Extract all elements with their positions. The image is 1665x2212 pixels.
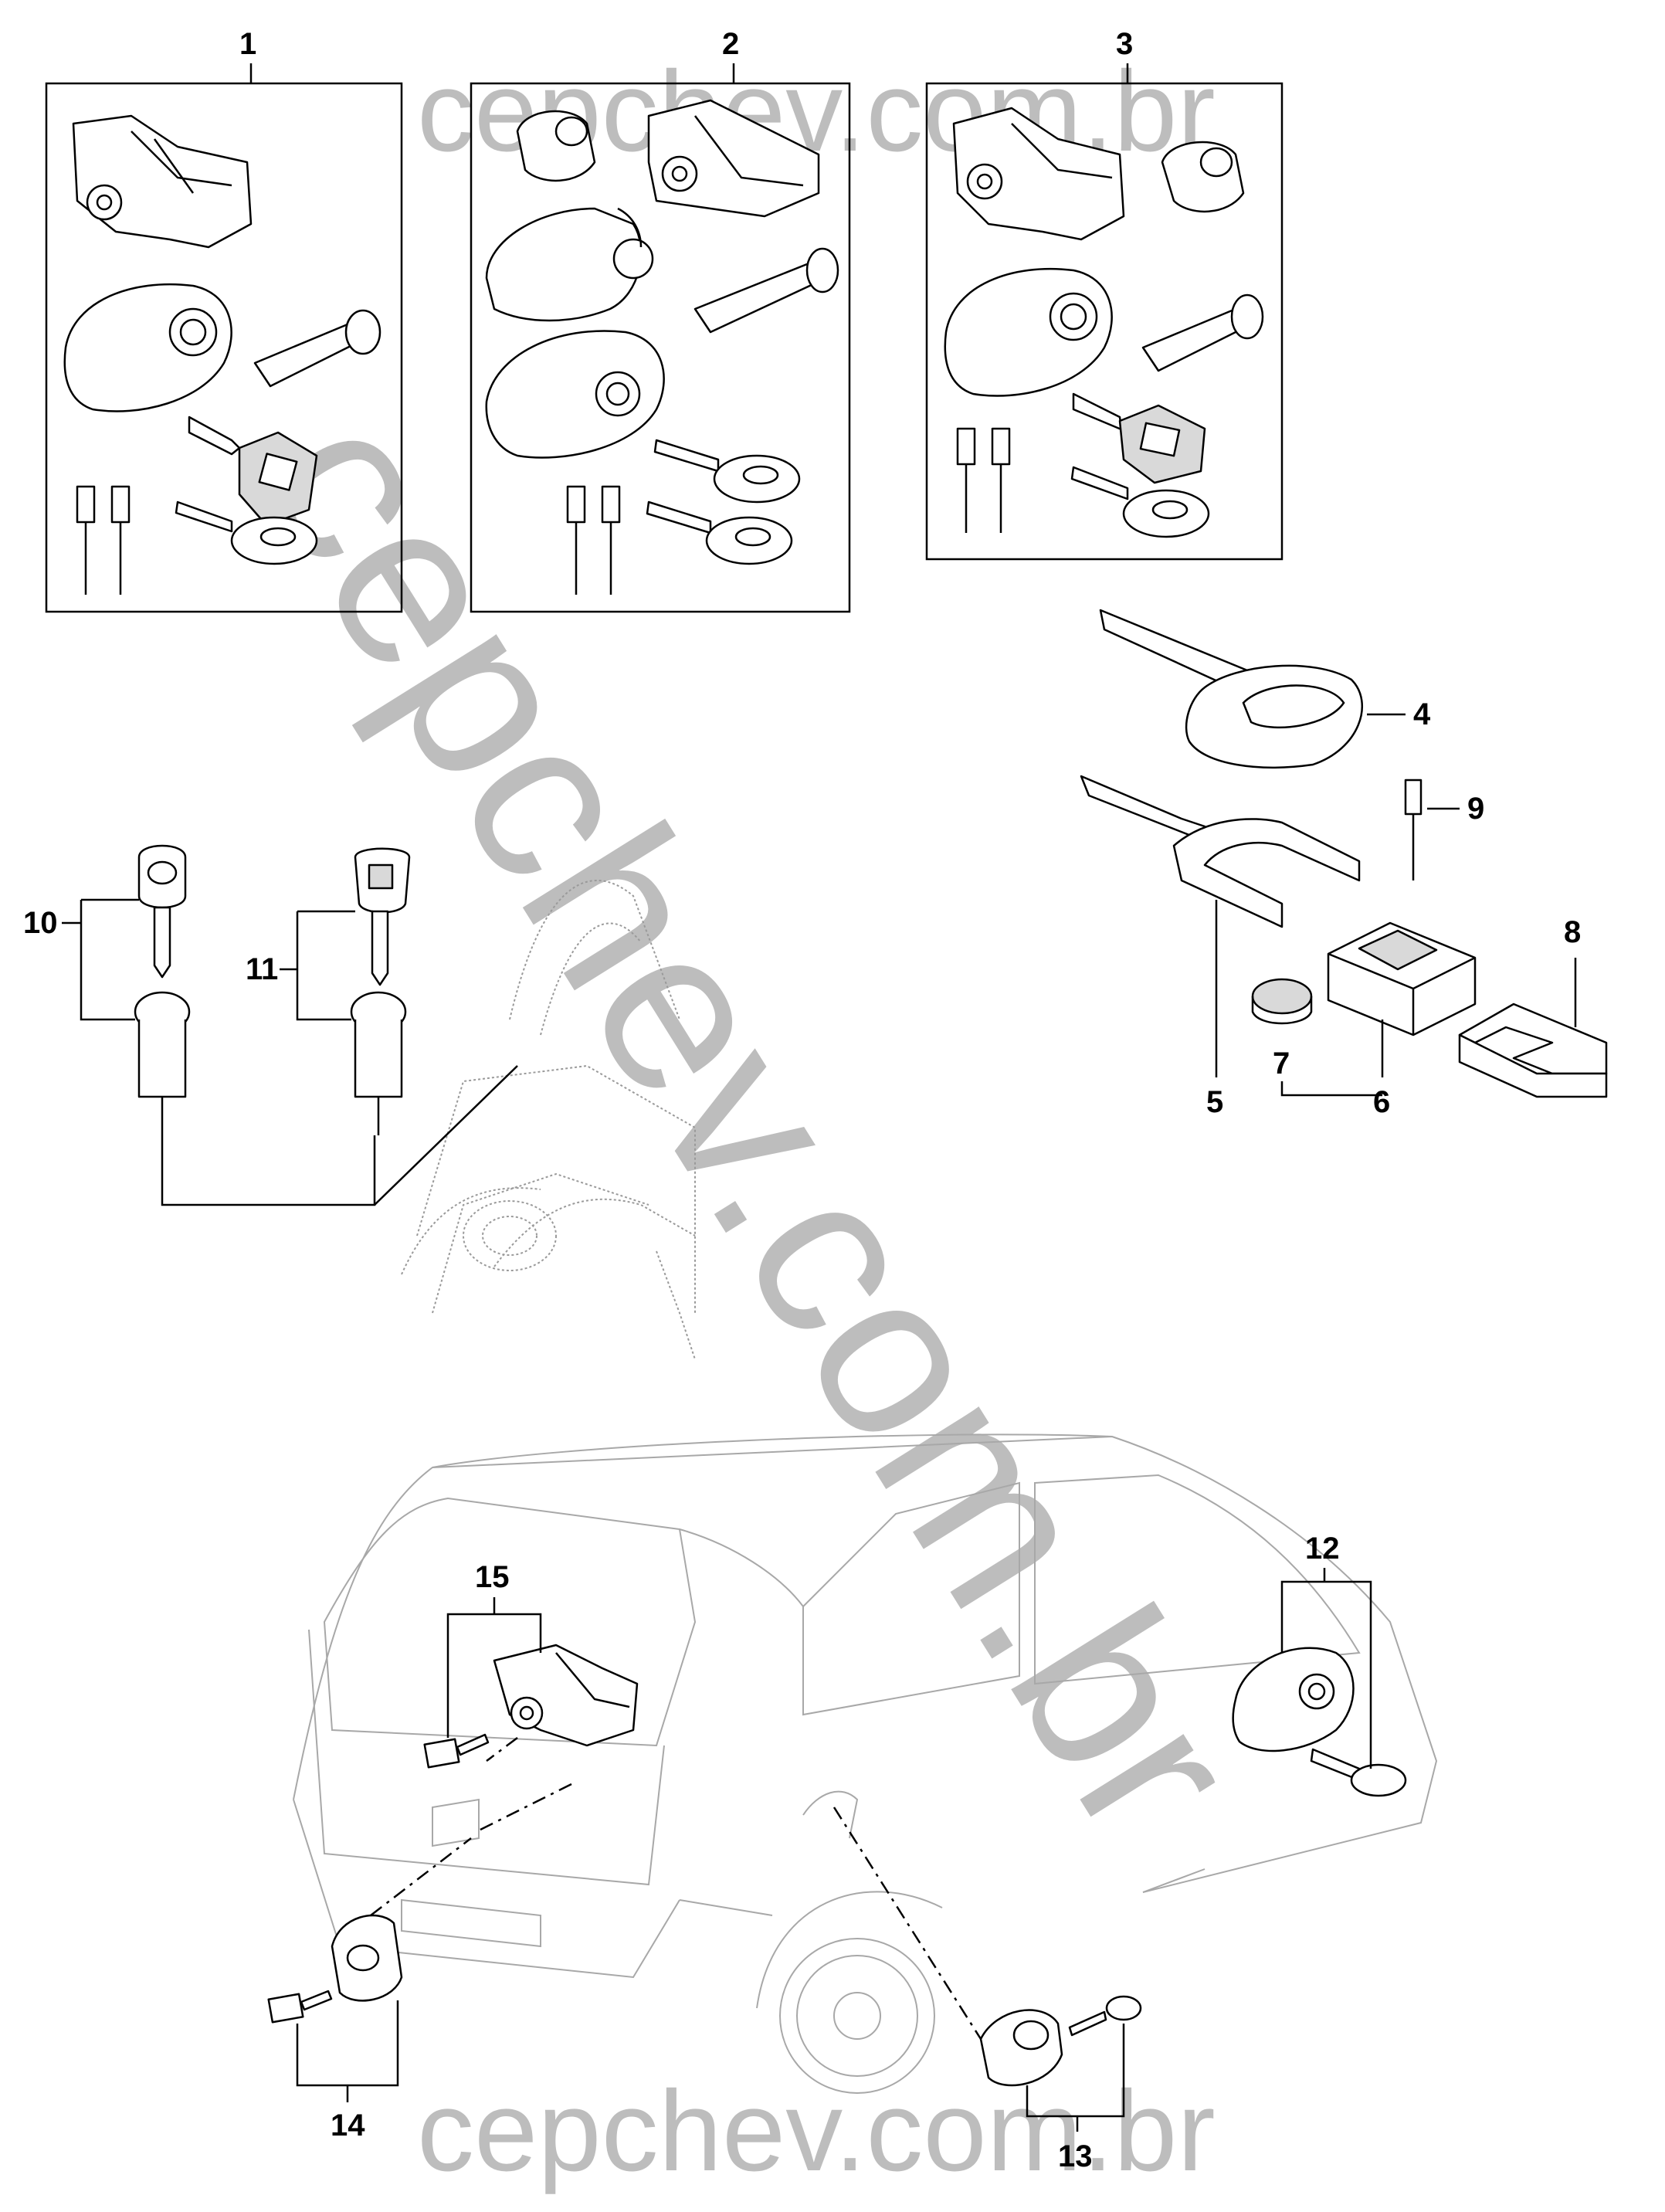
shell-cap-illustration	[1458, 1003, 1608, 1075]
callout-7: 7	[1273, 1047, 1290, 1081]
ignition-barrel-illustration	[1161, 141, 1245, 213]
watermark-bottom: cepchev.com.br	[417, 2068, 1216, 2195]
key-blade-illustration	[371, 910, 389, 986]
key-blade-illustration	[653, 439, 720, 473]
tag-illustration	[1404, 779, 1423, 816]
remote-key-blade	[188, 416, 241, 456]
lock-barrel-illustration	[979, 2009, 1063, 2087]
lock-cylinder-face	[86, 184, 123, 221]
kit-box-3: 3	[925, 27, 1284, 561]
key-head-illustration	[137, 844, 187, 909]
fuel-lock-13: 13	[833, 1807, 1142, 2173]
key-blade-illustration	[1080, 775, 1206, 840]
key-head-illustration	[1122, 489, 1210, 538]
callout-2: 2	[722, 27, 739, 61]
lower-cover-illustration	[485, 330, 665, 459]
tag-illustration	[76, 485, 96, 524]
key-shell-cap-8: 8	[1458, 915, 1608, 1098]
key-head-illustration	[423, 1738, 460, 1769]
callout-3: 3	[1116, 27, 1133, 61]
callout-4: 4	[1413, 697, 1431, 731]
coin-battery-illustration	[1251, 978, 1313, 1015]
transponder-6: 6	[1327, 921, 1477, 1119]
callout-9: 9	[1467, 792, 1484, 826]
tag-9: 9	[1404, 779, 1484, 880]
key-shell-illustration	[1172, 818, 1361, 928]
lock-assembly-12: 12	[1232, 1532, 1407, 1797]
key-head-illustration	[230, 516, 318, 565]
callout-14: 14	[331, 2109, 365, 2142]
key-blade-illustration	[1070, 466, 1129, 500]
ghost-vehicle-outline	[293, 1433, 1438, 2094]
callout-1: 1	[239, 27, 256, 61]
ignition-barrel-illustration	[516, 110, 596, 182]
rear-lock-14: 14	[267, 1837, 472, 2142]
kit-box-1: 1	[45, 27, 403, 613]
lock-housing-illustration	[72, 114, 253, 249]
key-blade-illustration	[1068, 2010, 1107, 2037]
lock-housing-illustration	[493, 1644, 639, 1747]
callout-8: 8	[1564, 915, 1581, 949]
callout-6: 6	[1373, 1085, 1390, 1119]
tailgate-lock-15: 15	[423, 1560, 639, 1832]
box-2-frame	[470, 82, 851, 613]
callout-5: 5	[1206, 1085, 1223, 1119]
door-lock-set-11: 11	[246, 847, 411, 1135]
callout-11: 11	[246, 952, 278, 986]
callout-13: 13	[1058, 2139, 1093, 2173]
door-lock-bracket	[161, 1065, 518, 1206]
key-head-illustration	[1185, 664, 1364, 768]
kit-box-2: 2	[470, 27, 851, 613]
box-3-frame	[925, 82, 1284, 561]
tag-illustration	[956, 427, 976, 466]
key-blade-illustration	[300, 1990, 333, 2011]
key-head-illustration	[1105, 1995, 1142, 2021]
key-head-illustration	[713, 454, 801, 504]
tag-illustration	[566, 485, 586, 524]
key-head-illustration	[267, 1993, 304, 2024]
remote-key-blade	[1072, 392, 1123, 431]
box-1-frame	[45, 82, 403, 613]
key-blade-illustration	[175, 500, 233, 533]
callout-10: 10	[23, 906, 58, 940]
callout-12: 12	[1305, 1532, 1340, 1566]
key-blade-illustration	[456, 1733, 490, 1756]
lock-housing-illustration	[952, 107, 1125, 241]
door-lock-set-10: 10	[23, 844, 191, 1135]
key-shell-5: 5	[1080, 775, 1361, 1119]
key-blade-illustration	[153, 906, 171, 979]
key-head-illustration	[1350, 1763, 1407, 1797]
callout-15: 15	[475, 1560, 510, 1594]
watermark-diagonal: cepchev.com.br	[212, 368, 1290, 1878]
battery-7: 7	[1251, 978, 1382, 1097]
key-blank-4: 4	[1099, 609, 1431, 768]
